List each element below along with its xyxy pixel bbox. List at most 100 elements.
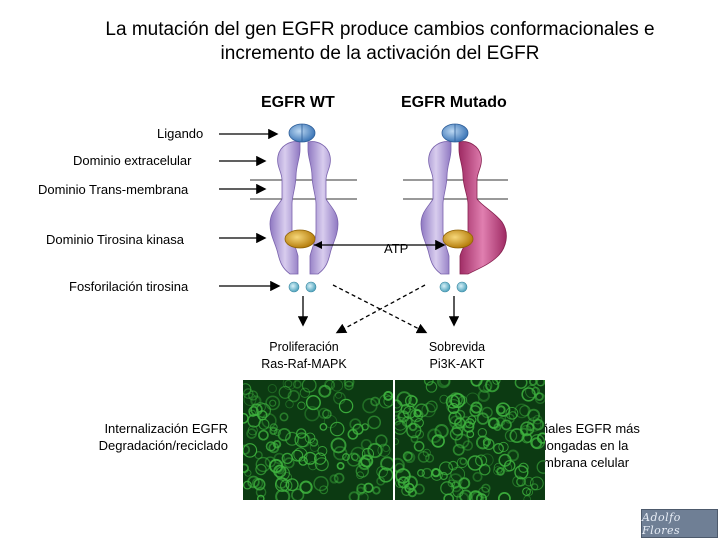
cell [367,442,383,459]
cell [292,380,302,389]
cell [395,414,402,426]
cell [530,437,543,449]
cell [514,403,530,419]
note-internalization-line-2: Degradación/reciclado [98,438,228,453]
cell [253,478,266,491]
cell [356,486,365,496]
cell [521,433,532,444]
pathway-proliferation-subtitle: Ras-Raf-MAPK [261,357,347,371]
cell [269,426,278,436]
phospho-mutant-right [456,281,468,293]
cell [415,429,425,439]
cell [378,467,393,483]
cell [514,380,528,389]
cell [395,420,408,435]
cell [448,411,462,425]
cell [250,403,263,416]
cell [338,398,354,414]
cell [244,469,252,477]
cell [319,423,328,431]
cell [275,489,291,500]
cell [521,387,536,402]
dashed-arrow-wt-to-survival [332,284,428,334]
microscopy-mutant-cells [395,380,545,500]
cell [503,459,516,472]
cell [452,443,465,456]
cell [498,441,509,453]
cell [273,464,287,478]
cell [317,446,328,456]
cell [504,429,518,443]
cell [455,409,466,420]
cell [273,452,286,465]
cell [255,456,271,473]
note-internalization: Internalización EGFR Degradación/recicla… [78,420,228,454]
cell [330,437,347,454]
membrane-lines [250,179,508,200]
cell [269,399,277,407]
cell [439,380,451,387]
cell [525,385,539,399]
cell [477,389,491,402]
cell [454,433,470,449]
cell [524,476,534,487]
cell [247,425,258,436]
cell [402,451,413,462]
cell [304,432,316,444]
cell [269,423,278,432]
cell [330,380,344,392]
cell [404,394,418,408]
cell [507,449,520,462]
cell [308,460,318,471]
cell [313,475,329,492]
receptor-wt [269,123,339,293]
note-prolonged-line-3: membrana celular [525,455,630,470]
receptor-mutant-left-chain [420,141,452,275]
cell [375,434,388,447]
header-egfr-wt: EGFR WT [261,94,335,111]
cell [367,415,382,430]
cell [382,444,390,453]
cell [458,395,468,405]
cell [516,476,526,487]
label-transmembrane-domain: Dominio Trans-membrana [38,182,189,197]
receptor-mutant [420,123,507,293]
cell [243,383,252,395]
cell [372,486,381,495]
cell [414,403,429,418]
label-kinase-domain: Dominio Tirosina kinasa [46,232,185,247]
cell [383,390,393,401]
cell [395,438,399,446]
cell [430,468,443,481]
cell [333,472,345,484]
cell [534,392,545,404]
cell [395,468,411,484]
cell [349,418,362,431]
label-ligand: Ligando [157,126,204,141]
cell [323,414,338,429]
cell [318,384,332,398]
cell [514,465,529,480]
cell [478,380,493,393]
cell [495,416,506,427]
cell [522,487,531,496]
cell [447,479,456,488]
slide-title: La mutación del gen EGFR produce cambios… [40,18,720,66]
cell [535,380,545,387]
cell [396,391,412,407]
cell [481,483,491,494]
cell [377,443,391,457]
cell [480,453,494,467]
cell [248,390,259,401]
pathway-survival-title: Sobrevida [428,340,486,354]
cell [329,474,339,484]
phospho-wt-left [288,281,300,293]
cell [536,460,545,474]
cell [333,391,346,405]
cell [425,453,435,463]
cell [423,380,434,386]
header-egfr-mutant: EGFR Mutado [401,94,507,111]
cell [462,440,474,451]
cell [336,461,345,470]
